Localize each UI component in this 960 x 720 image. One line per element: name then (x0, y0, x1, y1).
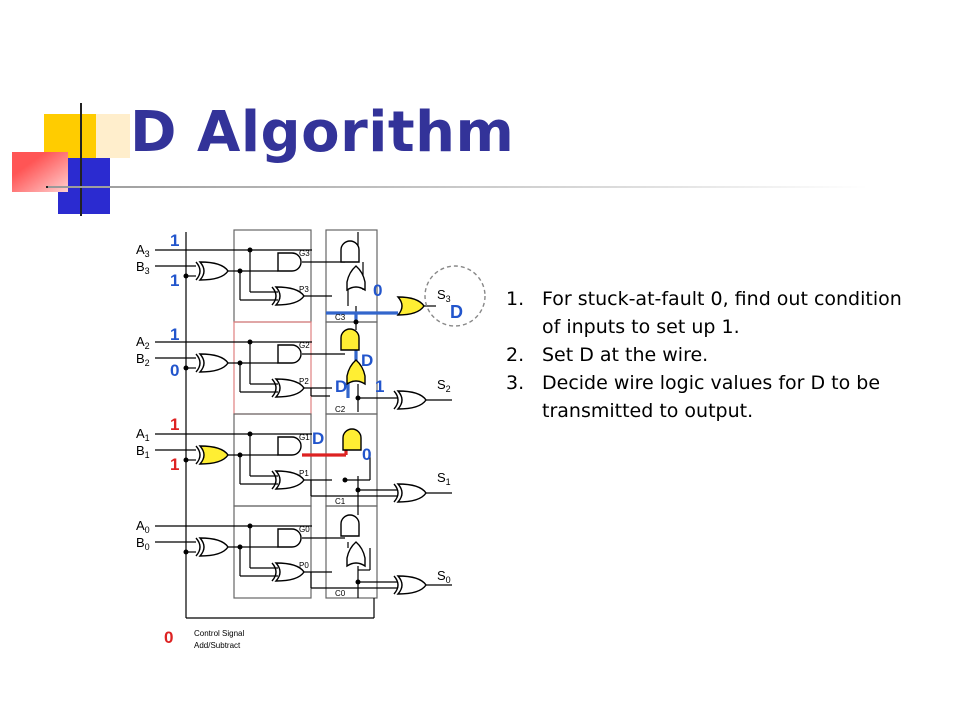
signal-p2-label: P2 (299, 377, 309, 386)
step-item: 3. Decide wire logic values for D to be t… (506, 369, 926, 425)
input-b0-label: B0 (136, 535, 150, 552)
value-s2-input: 1 (375, 377, 384, 396)
title-rule (48, 186, 868, 188)
input-b3-label: B3 (136, 259, 150, 276)
signal-g1-label: G1 (299, 433, 310, 442)
signal-p1-label: P1 (299, 469, 309, 478)
signal-c2-label: C2 (335, 405, 346, 414)
input-b2-label: B2 (136, 351, 150, 368)
output-s3-label: S3 (437, 287, 451, 304)
value-c3-or-input: 0 (373, 281, 382, 300)
value-a2: 1 (170, 325, 179, 344)
input-a3-label: A3 (136, 242, 150, 259)
value-and-c2-output: D (361, 351, 373, 370)
signal-c0-label: C0 (335, 589, 346, 598)
value-a1: 1 (170, 415, 179, 434)
signal-g3-label: G3 (299, 249, 310, 258)
title-deco-pale-square (96, 114, 130, 158)
step-number: 1. (506, 288, 525, 310)
step-text: For stuck-at-fault 0, find out condition… (542, 288, 902, 338)
input-a0-label: A0 (136, 518, 150, 535)
title-deco-vertical-line (80, 103, 82, 216)
signal-g2-label: G2 (299, 341, 310, 350)
output-s0-label: S0 (437, 568, 451, 585)
signal-c1-label: C1 (335, 497, 346, 506)
s3-output-highlight-circle (424, 265, 486, 327)
value-c1-and-input: 0 (362, 445, 371, 464)
value-c2-d: D (335, 377, 347, 396)
step-number: 3. (506, 372, 525, 394)
input-a2-label: A2 (136, 334, 150, 351)
output-s2-label: S2 (437, 377, 451, 394)
step-number: 2. (506, 344, 525, 366)
value-a3: 1 (170, 231, 179, 250)
slide-title: D Algorithm (130, 100, 515, 165)
signal-g0-label: G0 (299, 525, 310, 534)
value-g1-output: D (312, 429, 324, 448)
step-text: Set D at the wire. (542, 344, 709, 366)
title-deco-red-square (12, 152, 68, 192)
signal-p3-label: P3 (299, 285, 309, 294)
value-s3-output: D (450, 302, 463, 322)
control-signal-label: Control Signal (194, 629, 244, 638)
value-control: 0 (164, 628, 173, 647)
value-b3: 1 (170, 271, 179, 290)
signal-c3-label: C3 (335, 313, 346, 322)
value-b1: 1 (170, 455, 179, 474)
output-s1-label: S1 (437, 470, 451, 487)
control-mode-label: Add/Subtract (194, 641, 241, 650)
steps-list: 1. For stuck-at-fault 0, find out conditi… (506, 285, 926, 425)
step-text: Decide wire logic values for D to be tra… (542, 372, 881, 422)
step-item: 2. Set D at the wire. (506, 341, 926, 369)
value-b2: 0 (170, 361, 179, 380)
signal-p0-label: P0 (299, 561, 309, 570)
step-item: 1. For stuck-at-fault 0, find out conditi… (506, 285, 926, 341)
input-a1-label: A1 (136, 426, 150, 443)
input-b1-label: B1 (136, 443, 150, 460)
